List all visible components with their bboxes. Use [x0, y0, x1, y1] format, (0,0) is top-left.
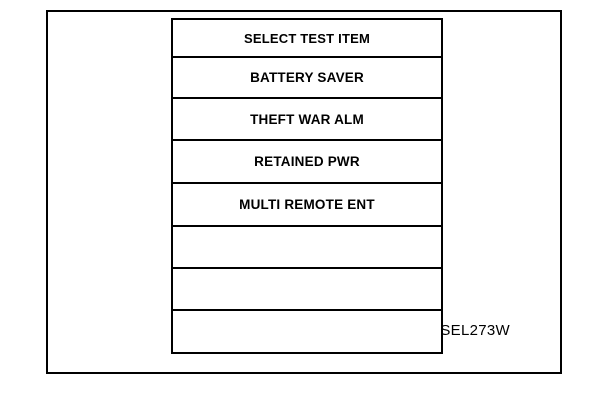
empty-row: [173, 227, 441, 269]
figure-code: SEL273W: [440, 322, 510, 339]
test-item-multi-remote-ent[interactable]: MULTI REMOTE ENT: [173, 184, 441, 227]
test-item-battery-saver[interactable]: BATTERY SAVER: [173, 58, 441, 99]
empty-row: [173, 269, 441, 311]
empty-row: [173, 311, 441, 352]
consult-screen: SELECT TEST ITEM BATTERY SAVER THEFT WAR…: [171, 18, 443, 354]
test-item-theft-war-alm[interactable]: THEFT WAR ALM: [173, 99, 441, 141]
test-item-retained-pwr[interactable]: RETAINED PWR: [173, 141, 441, 184]
figure-frame: SEL273W: [46, 10, 562, 374]
screen-header: SELECT TEST ITEM: [173, 20, 441, 58]
